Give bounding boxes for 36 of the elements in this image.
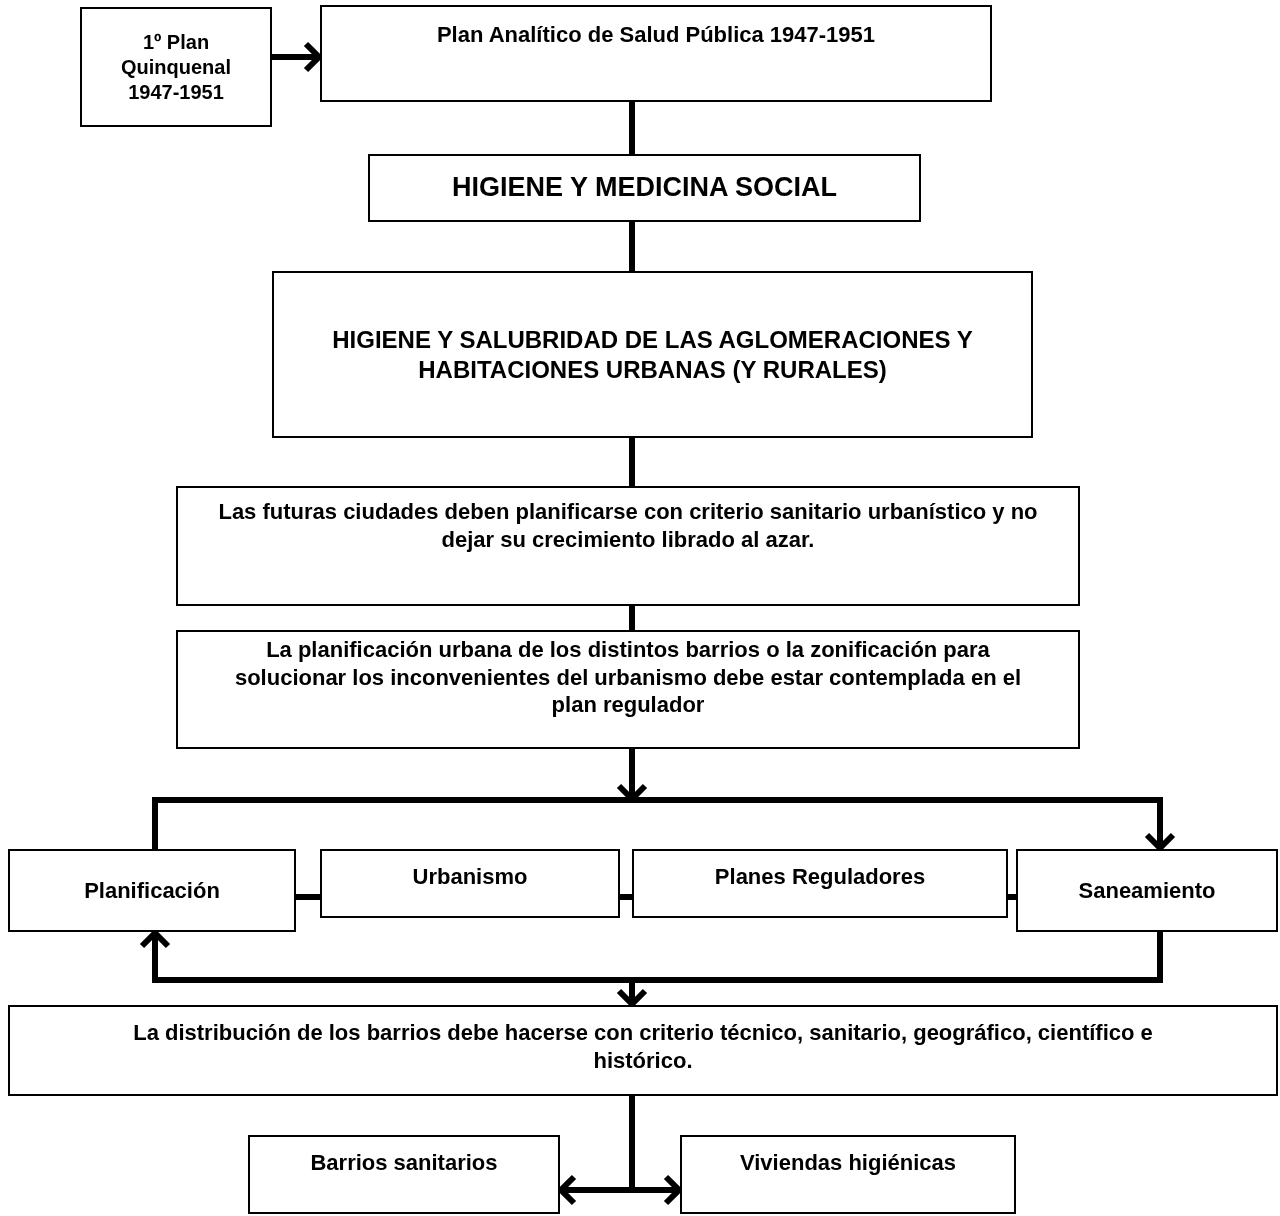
- text-box: [320, 849, 620, 918]
- text-box: [1016, 849, 1278, 932]
- connector-line: [629, 222, 635, 271]
- box-text: Barrios sanitarios: [310, 1149, 498, 1177]
- box-text: 1º Plan Quinquenal 1947-1951: [120, 29, 232, 105]
- connector-line: [1008, 894, 1016, 900]
- box-text: La planificación urbana de los distintos barrios o la zonificación para solucionar los inconvenientes del urbanismo debe estar contemplada en el plan regulador: [233, 636, 1023, 719]
- box-text: HIGIENE Y MEDICINA SOCIAL: [451, 171, 838, 205]
- connector-line: [296, 894, 320, 900]
- text-box: [680, 1135, 1016, 1214]
- text-box: [8, 1005, 1278, 1096]
- text-box: [176, 630, 1080, 749]
- box-text: Planificación: [84, 876, 220, 905]
- text-box: [80, 7, 272, 127]
- text-box: [8, 849, 296, 932]
- connector-line: [629, 438, 635, 486]
- arrow: [272, 41, 322, 73]
- box-text: Viviendas higiénicas: [740, 1149, 956, 1177]
- box-text: Planes Reguladores: [714, 863, 926, 891]
- text-box: [248, 1135, 560, 1214]
- connector-line: [629, 102, 635, 154]
- text-box: [272, 271, 1033, 438]
- text-box: [176, 486, 1080, 606]
- box-text: La distribución de los barrios debe hacerse con criterio técnico, sanitario, geográfico, científico e histórico.: [132, 1019, 1154, 1074]
- box-text: HIGIENE Y SALUBRIDAD DE LAS AGLOMERACIONES Y HABITACIONES URBANAS (Y RURALES): [331, 324, 974, 385]
- box-text: Las futuras ciudades deben planificarse con criterio sanitario urbanístico y no dejar su crecimiento librado al azar.: [217, 498, 1039, 553]
- box-text: Saneamiento: [1078, 876, 1216, 905]
- connector-line: [620, 894, 632, 900]
- text-box: [320, 5, 992, 102]
- box-text: Plan Analítico de Salud Pública 1947-1951: [436, 21, 876, 49]
- box-text: Urbanismo: [412, 863, 528, 891]
- text-box: [632, 849, 1008, 918]
- text-box: [368, 154, 921, 222]
- arrow: [616, 932, 1163, 1007]
- arrow: [629, 1096, 682, 1206]
- connector-line: [629, 606, 635, 630]
